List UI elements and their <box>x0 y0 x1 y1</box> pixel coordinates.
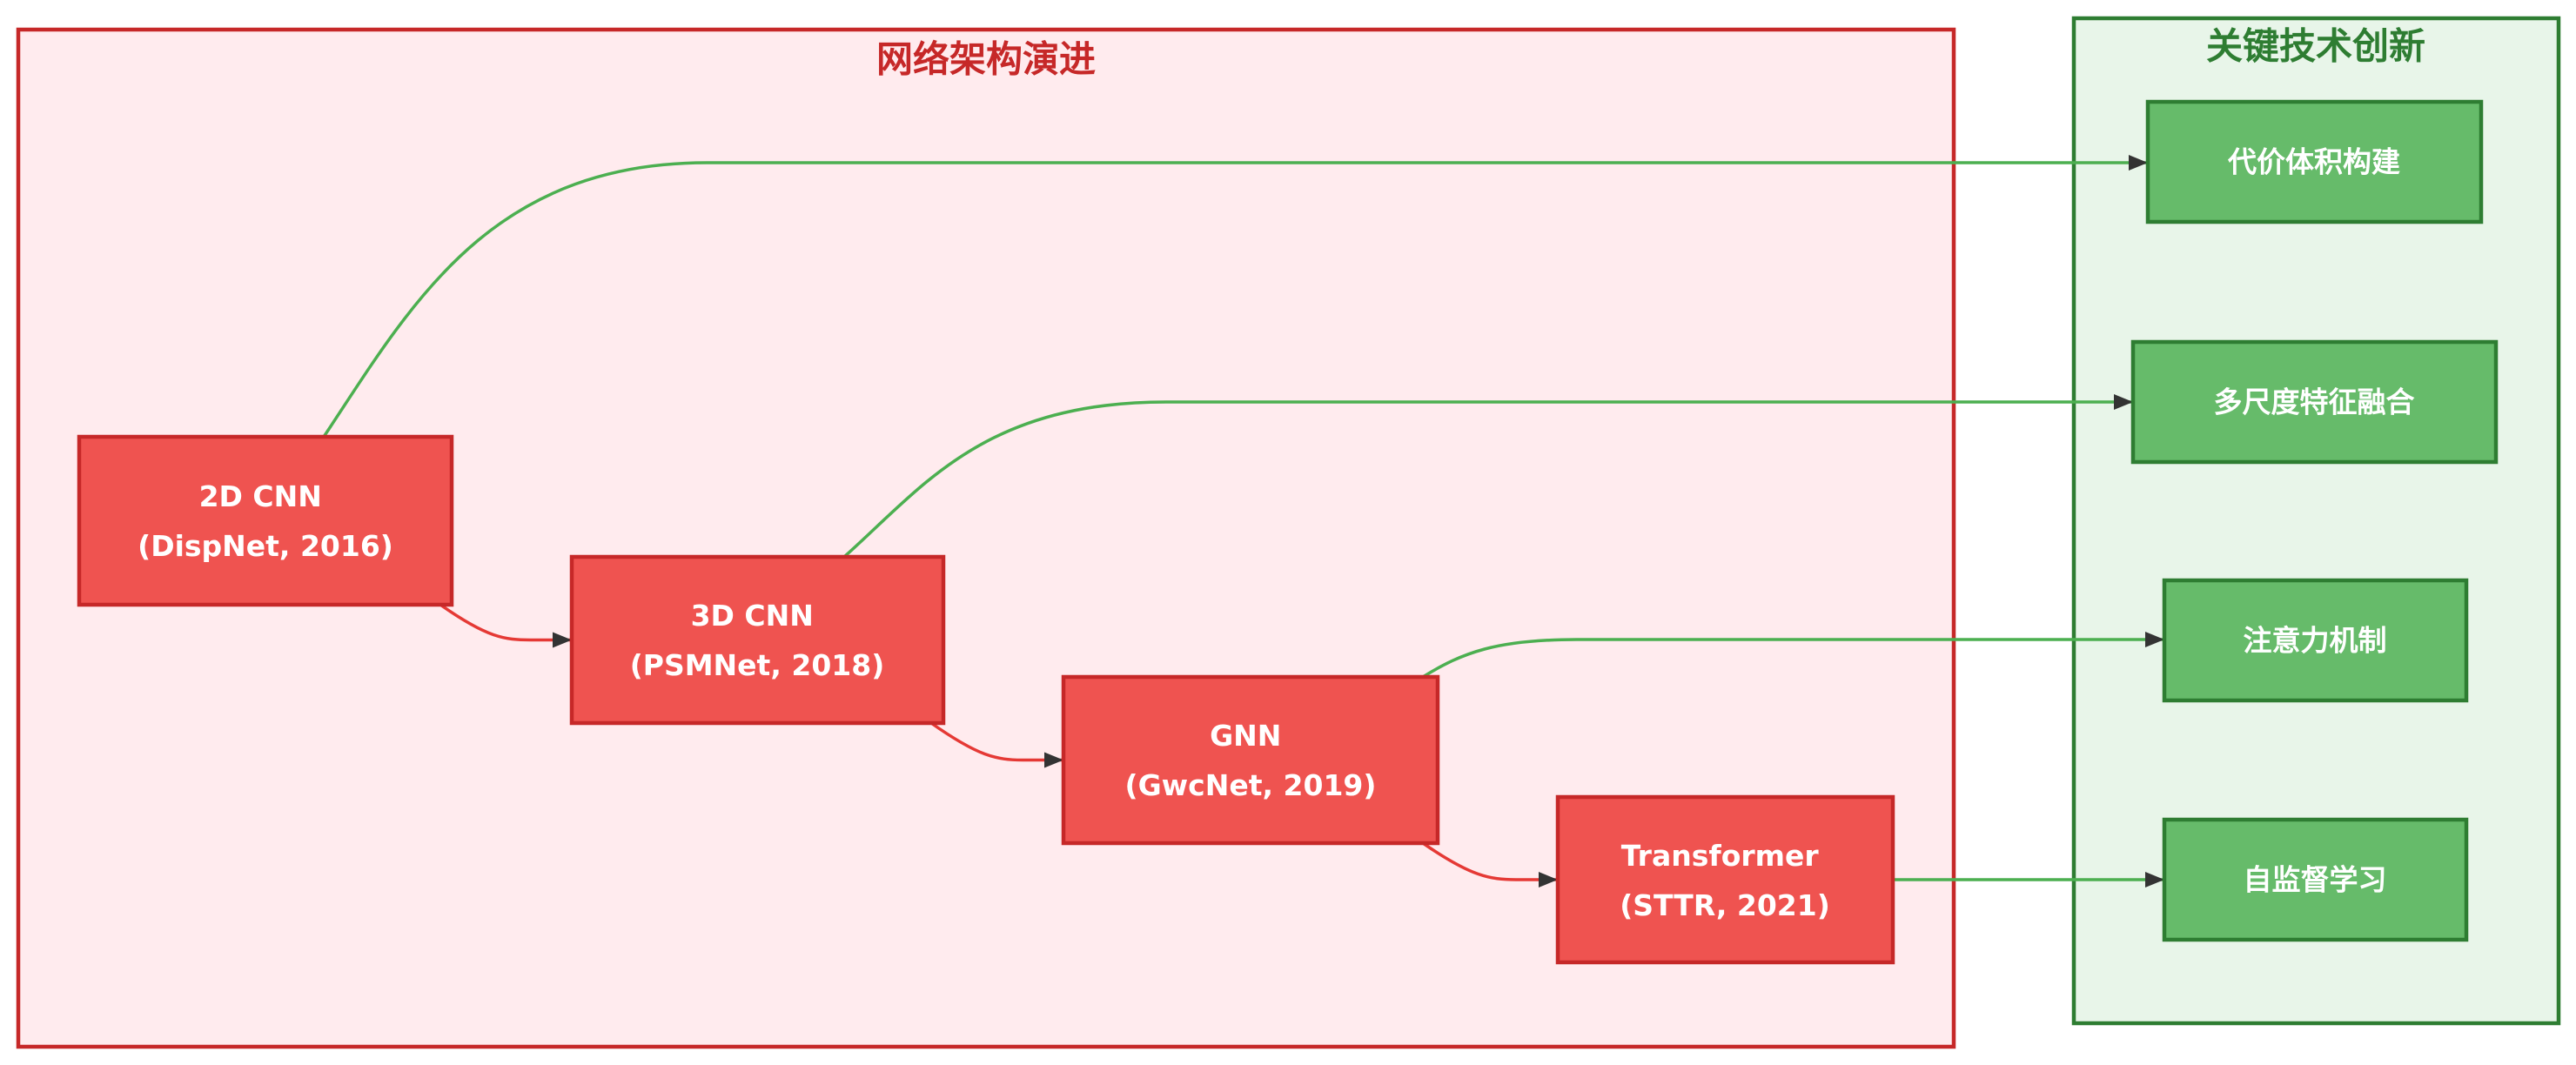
evolution-node-box <box>1555 794 1895 965</box>
innovation-node-label: 注意力机制 <box>2244 624 2387 658</box>
edge-gnn-to-attention <box>1422 632 2164 679</box>
evolution-node-detail: (GwcNet, 2019) <box>1125 768 1377 802</box>
edge-3d-cnn-to-multiscale-fusion <box>842 394 2133 559</box>
innovation-node-multiscale-fusion: 多尺度特征融合 <box>2130 339 2499 465</box>
innovation-edges <box>322 155 2164 888</box>
evolution-node-box <box>77 434 454 607</box>
evolution-node-detail: (DispNet, 2016) <box>138 529 393 563</box>
evolution-node-label: 3D CNN (PSMNet, 2018) <box>630 599 885 682</box>
innovation-node-label: 多尺度特征融合 <box>2214 385 2415 419</box>
evolution-node-label: 2D CNN (DispNet, 2016) <box>138 479 393 563</box>
evolution-node-label: Transformer (STTR, 2021) <box>1620 839 1830 922</box>
innovation-node-cost-volume: 代价体积构建 <box>2145 99 2484 224</box>
innovation-node-self-supervised: 自监督学习 <box>2162 817 2469 942</box>
key-innovations-title: 关键技术创新 <box>2206 25 2425 68</box>
evolution-node-transformer: Transformer (STTR, 2021) <box>1555 794 1895 965</box>
evolution-node-box <box>1061 674 1440 846</box>
architecture-evolution-title: 网络架构演进 <box>876 38 1096 81</box>
evolution-node-name: 2D CNN <box>199 479 322 513</box>
evolution-node-detail: (PSMNet, 2018) <box>630 648 885 682</box>
evolution-node-name: Transformer <box>1621 839 1820 873</box>
innovation-node-box <box>2145 99 2484 224</box>
edge-gnn-to-transformer <box>1422 841 1558 888</box>
evolution-edges <box>439 603 1558 888</box>
evolution-node-name: GNN <box>1210 719 1281 753</box>
evolution-node-3d-cnn: 3D CNN (PSMNet, 2018) <box>569 554 946 726</box>
innovation-node-attention: 注意力机制 <box>2162 578 2469 703</box>
edge-2d-cnn-to-cost-volume <box>322 155 2148 438</box>
evolution-node-gnn: GNN (GwcNet, 2019) <box>1061 674 1440 846</box>
evolution-node-name: 3D CNN <box>691 599 814 633</box>
edge-3d-cnn-to-gnn <box>929 721 1063 768</box>
innovation-node-box <box>2162 578 2469 703</box>
evolution-node-detail: (STTR, 2021) <box>1620 888 1830 922</box>
innovation-node-box <box>2162 817 2469 942</box>
innovation-node-label: 代价体积构建 <box>2227 145 2400 179</box>
innovation-node-box <box>2130 339 2499 465</box>
evolution-node-2d-cnn: 2D CNN (DispNet, 2016) <box>77 434 454 607</box>
evolution-node-label: GNN (GwcNet, 2019) <box>1125 719 1377 802</box>
edge-2d-cnn-to-3d-cnn <box>439 603 572 648</box>
evolution-node-box <box>569 554 946 726</box>
innovation-node-label: 自监督学习 <box>2244 863 2387 897</box>
